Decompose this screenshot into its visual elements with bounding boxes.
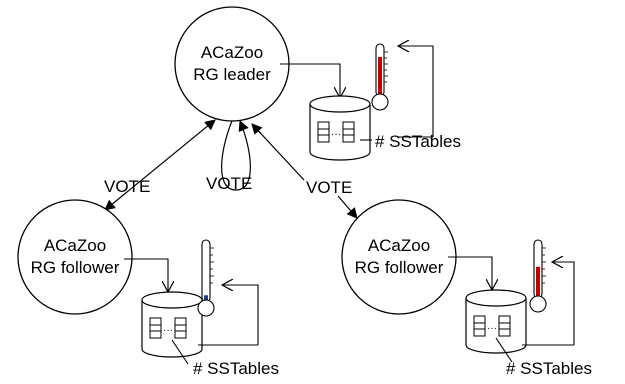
sstable-icon: ··· <box>473 315 511 337</box>
vote-right-head <box>251 123 263 136</box>
follower-right-thermometer <box>529 239 547 313</box>
vote-left-label: VOTE <box>104 177 150 196</box>
sstable-icon: ··· <box>149 317 187 339</box>
self-vote-loop <box>221 120 251 191</box>
follower-left-thermometer-level <box>204 295 208 302</box>
follower-right-write-arrow <box>448 256 492 290</box>
leader-sstables-label: # SSTables <box>375 132 461 151</box>
leader-title: ACaZoo <box>201 43 263 62</box>
sstable-icon: ··· <box>317 121 355 143</box>
follower-left-metric-arrow <box>222 285 259 345</box>
leader-storage: ··· <box>309 95 371 161</box>
leader-role: RG leader <box>193 65 271 84</box>
svg-text:···: ··· <box>487 323 497 334</box>
leader-write-arrow <box>280 63 340 98</box>
follower-left-write-arrow <box>124 258 168 292</box>
vote-right-label: VOTE <box>306 178 352 197</box>
follower-right-node: ACaZoo RG follower <box>341 199 457 315</box>
follower-left-role: RG follower <box>31 258 120 277</box>
follower-right-role: RG follower <box>355 258 444 277</box>
follower-right-thermometer-level <box>536 266 540 298</box>
follower-left-sstables-pointer <box>171 339 189 365</box>
follower-right-storage: ··· <box>465 289 527 354</box>
follower-right-metric-arrow <box>552 262 575 345</box>
leader-node: ACaZoo RG leader <box>174 6 290 122</box>
follower-right-title: ACaZoo <box>368 236 430 255</box>
leader-circle <box>174 6 290 122</box>
vote-self-label: VOTE <box>206 174 252 193</box>
leader-metric-arrow <box>398 46 434 137</box>
follower-right-sstables-pointer <box>495 337 513 363</box>
follower-right-sstables-label: # SSTables <box>506 359 592 378</box>
follower-left-node: ACaZoo RG follower <box>17 199 133 315</box>
follower-left-storage: ··· <box>141 291 203 358</box>
leader-thermometer <box>371 43 389 111</box>
leader-thermometer-level <box>378 56 382 96</box>
follower-left-sstables-label: # SSTables <box>193 359 279 378</box>
follower-left-thermometer <box>197 239 215 317</box>
vote-left-arrow <box>104 119 216 211</box>
follower-left-title: ACaZoo <box>44 236 106 255</box>
svg-text:···: ··· <box>163 325 173 336</box>
vote-right-line-b <box>337 195 358 219</box>
svg-text:···: ··· <box>331 129 341 140</box>
